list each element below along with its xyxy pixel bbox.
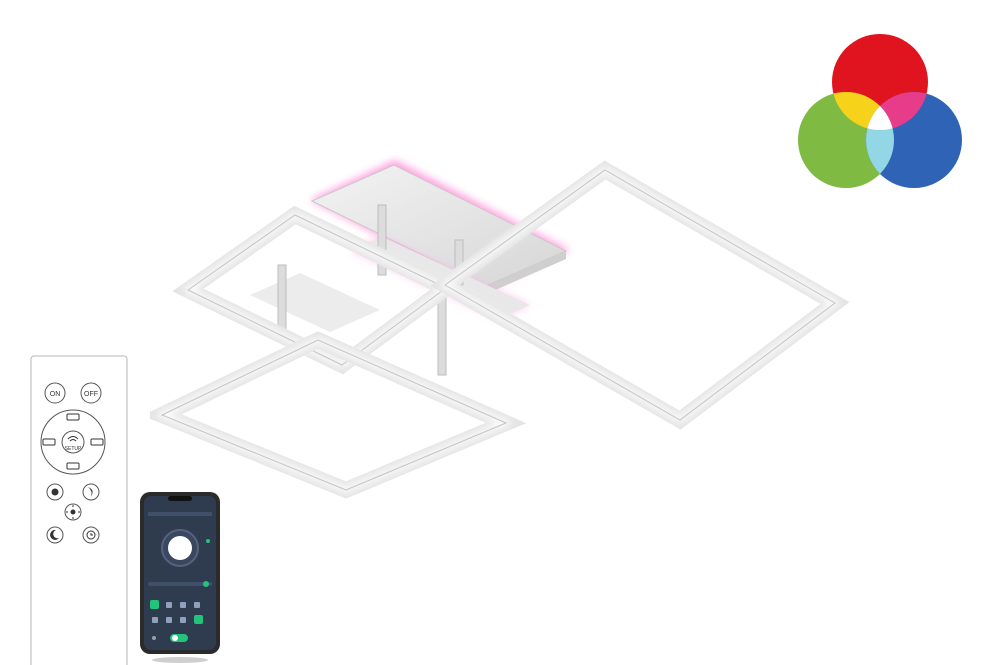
dimmer-knob[interactable] [168, 536, 192, 560]
phone-screen [144, 496, 216, 650]
scene-icon[interactable] [194, 602, 200, 608]
scene-icon[interactable] [180, 602, 186, 608]
smartphone-app-image [140, 492, 220, 663]
cool-light-icon[interactable] [90, 438, 104, 446]
phone-notch [168, 496, 192, 501]
warm-light-icon[interactable] [42, 438, 56, 446]
plate-edge [486, 251, 566, 294]
on-button[interactable]: ON [44, 382, 66, 404]
brightness-slider[interactable] [148, 582, 212, 586]
ceiling-lamp-image [150, 160, 850, 499]
moon-button[interactable] [46, 526, 64, 544]
svg-text:SETUP: SETUP [65, 446, 82, 452]
scene-icon[interactable] [180, 617, 186, 623]
moon-icon [50, 529, 59, 540]
rod [377, 204, 387, 276]
brightness-down-icon[interactable] [66, 462, 80, 470]
remote-control-image: ON OFF SETUP [30, 355, 128, 665]
scene-icon[interactable] [166, 617, 172, 623]
color-mode-icon [51, 488, 59, 496]
rod [277, 264, 287, 336]
power-indicator [206, 539, 210, 543]
app-header [148, 512, 212, 516]
person-icon [88, 487, 93, 498]
timer-button[interactable] [82, 526, 100, 544]
color-mode-button[interactable] [46, 483, 64, 501]
toggle-knob[interactable] [172, 635, 178, 641]
svg-text:OFF: OFF [84, 391, 98, 398]
phone-shadow [152, 657, 208, 663]
scene-button-active[interactable] [194, 615, 203, 624]
lower-square-frame [150, 331, 527, 499]
mic-icon[interactable] [152, 636, 156, 640]
light-button[interactable] [64, 503, 82, 521]
yellow-overlap [832, 92, 894, 130]
scene-icon[interactable] [166, 602, 172, 608]
brightness-up-icon[interactable] [66, 413, 80, 421]
bulb-icon [70, 509, 76, 515]
svg-text:ON: ON [50, 391, 61, 398]
rod [437, 294, 447, 376]
rgb-color-wheel-icon [798, 34, 962, 188]
clock-icon [86, 530, 96, 540]
magenta-overlap [866, 92, 928, 130]
night-mode-button[interactable] [82, 483, 100, 501]
wifi-icon [67, 436, 79, 442]
scene-button[interactable] [150, 600, 159, 609]
off-button[interactable]: OFF [80, 382, 102, 404]
setup-button[interactable]: SETUP [61, 430, 85, 454]
scene-icon[interactable] [152, 617, 158, 623]
large-square-frame [430, 160, 850, 430]
slider-handle[interactable] [203, 581, 209, 587]
